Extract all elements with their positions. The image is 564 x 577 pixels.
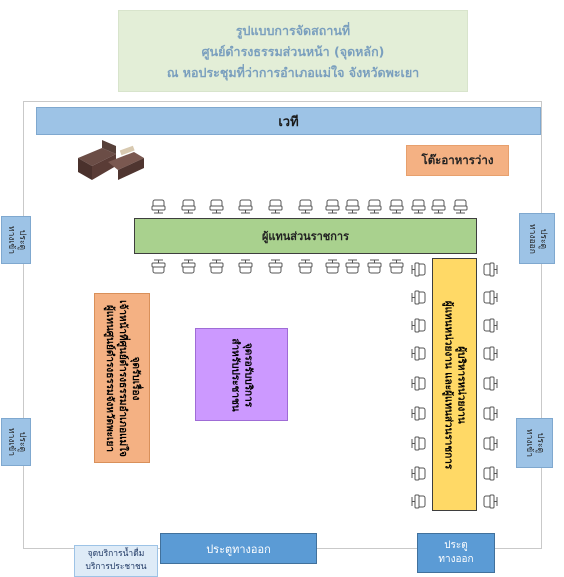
snack-table: โต๊ะอาหารว่าง	[406, 145, 509, 176]
government-table-label: ผู้แทนส่วนราชการ	[261, 230, 349, 243]
executives-table: ผู้บริหารหน่วยงาน ผู้แทนหน่วยงาน และผู้แ…	[432, 258, 477, 511]
door-left-bottom-label-1: ประตู	[17, 431, 28, 453]
office-chair-icon	[410, 494, 427, 509]
exit-bottom-right-label-2: ทางออก	[438, 554, 474, 565]
water-point-label-1: จุดบริการน้ำดื่ม	[87, 549, 145, 559]
office-chair-icon	[267, 259, 284, 274]
complaint-intake-table: จุดรับเรื่อง เจ้าหน้าที่ศูนย์ดำรงธรรมอำเ…	[94, 293, 150, 463]
waiting-area-label-2: สำหรับประชาชน	[229, 337, 241, 412]
exit-door-bottom-label: ประตูทางออก	[206, 542, 271, 556]
door-right-top-label-2: ทางออก	[526, 223, 537, 254]
office-chair-icon	[410, 318, 427, 333]
office-chair-icon	[237, 199, 254, 214]
door-left-top-label-1: ประตู	[17, 229, 28, 251]
office-chair-icon	[482, 262, 499, 277]
office-chair-icon	[482, 290, 499, 305]
intake-table-label-3: ผู้แทนศูนย์ดำรงธรรมจังหวัดพะเยา	[103, 304, 115, 452]
office-chair-icon	[482, 466, 499, 481]
office-chair-icon	[324, 199, 341, 214]
office-chair-icon	[324, 259, 341, 274]
office-chair-icon	[482, 436, 499, 451]
title-line-2: ศูนย์ดำรงธรรมส่วนหน้า (จุดหลัก)	[201, 43, 385, 59]
water-service-point: จุดบริการน้ำดื่ม บริการประชาชน	[74, 545, 158, 577]
office-chair-icon	[208, 259, 225, 274]
government-representatives-table: ผู้แทนส่วนราชการ	[134, 218, 477, 254]
office-chair-icon	[482, 346, 499, 361]
office-chair-icon	[237, 259, 254, 274]
executives-table-label-2: ผู้แทนหน่วยงาน และผู้แทนส่วนราชการ	[442, 300, 454, 469]
office-chair-icon	[388, 259, 405, 274]
intake-table-label-1: จุดรับเรื่อง	[129, 356, 141, 400]
stage: เวที	[36, 107, 541, 135]
door-left-bottom-label-2: ทางเข้า	[6, 427, 17, 457]
office-chair-icon	[410, 406, 427, 421]
office-chair-icon	[297, 199, 314, 214]
office-chair-icon	[297, 259, 314, 274]
door-right-bottom: ประตู ทางเข้า	[516, 418, 553, 468]
title-line-1: รูปแบบการจัดสถานที่	[235, 22, 351, 38]
door-right-bottom-label-2: ทางเข้า	[524, 428, 535, 458]
office-chair-icon	[410, 290, 427, 305]
door-left-top-label-2: ทางเข้า	[6, 225, 17, 255]
exit-bottom-right-label-1: ประตู	[444, 540, 468, 551]
waiting-area-label-1: จุดรอรับบริการ	[242, 342, 254, 407]
snack-table-label: โต๊ะอาหารว่าง	[421, 152, 494, 167]
public-waiting-area: จุดรอรับบริการ สำหรับประชาชน	[195, 328, 288, 421]
title-box: รูปแบบการจัดสถานที่ ศูนย์ดำรงธรรมส่วนหน้…	[118, 10, 468, 92]
office-chair-icon	[150, 259, 167, 274]
door-right-bottom-label-1: ประตู	[535, 432, 546, 454]
water-point-label-2: บริการประชาชน	[85, 562, 147, 572]
office-chair-icon	[482, 406, 499, 421]
office-chair-icon	[344, 199, 361, 214]
office-chair-icon	[150, 199, 167, 214]
office-chair-icon	[410, 376, 427, 391]
office-chair-icon	[482, 376, 499, 391]
office-chair-icon	[366, 199, 383, 214]
exit-door-bottom-right: ประตู ทางออก	[417, 533, 495, 573]
office-chair-icon	[482, 494, 499, 509]
office-chair-icon	[410, 262, 427, 277]
office-chair-icon	[180, 259, 197, 274]
office-chair-icon	[366, 259, 383, 274]
door-left-top: ประตู ทางเข้า	[1, 216, 31, 264]
door-left-bottom: ประตู ทางเข้า	[1, 418, 31, 466]
executives-table-label-1: ผู้บริหารหน่วยงาน	[455, 345, 467, 424]
office-chair-icon	[410, 436, 427, 451]
office-chair-icon	[344, 259, 361, 274]
office-chair-icon	[267, 199, 284, 214]
office-chair-icon	[410, 346, 427, 361]
exit-door-bottom: ประตูทางออก	[160, 533, 317, 564]
office-chair-icon	[388, 199, 405, 214]
intake-table-label-2: เจ้าหน้าที่ศูนย์ดำรงธรรมอำเภอแม่ใจ	[116, 299, 128, 457]
office-chair-icon	[208, 199, 225, 214]
office-chair-icon	[410, 466, 427, 481]
office-chair-icon	[482, 318, 499, 333]
door-right-top: ประตู ทางออก	[519, 213, 555, 264]
office-chair-icon	[430, 199, 447, 214]
office-chair-icon	[452, 199, 469, 214]
office-chair-icon	[410, 199, 427, 214]
door-right-top-label-1: ประตู	[537, 228, 548, 249]
title-line-3: ณ หอประชุมที่ว่าการอำเภอแม่ใจ จังหวัดพะเ…	[166, 64, 420, 80]
sofa-icon	[72, 140, 148, 186]
stage-label: เวที	[278, 114, 299, 130]
office-chair-icon	[180, 199, 197, 214]
